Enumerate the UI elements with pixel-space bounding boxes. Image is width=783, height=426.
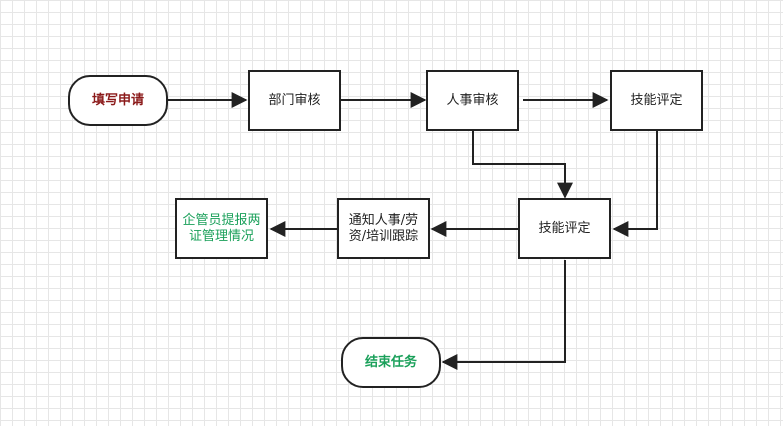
dept-review-label: 部门审核	[268, 92, 321, 108]
skill-eval-top-node[interactable]: 技能评定	[610, 70, 703, 131]
dept-review-node[interactable]: 部门审核	[248, 70, 341, 131]
report-label: 企管员提报两证管理情况	[182, 212, 261, 244]
end-label: 结束任务	[364, 354, 417, 370]
arrow-hr-to-skill2	[472, 131, 573, 199]
arrow-skill1-to-skill2	[612, 131, 658, 237]
start-node[interactable]: 填写申请	[68, 75, 168, 126]
arrow-skill2-to-end	[441, 260, 566, 370]
notify-label: 通知人事/劳资/培训跟踪	[348, 212, 419, 244]
skill-eval-top-label: 技能评定	[630, 92, 683, 108]
skill-eval-bottom-label: 技能评定	[538, 220, 591, 236]
skill-eval-bottom-node[interactable]: 技能评定	[518, 198, 611, 259]
report-node[interactable]: 企管员提报两证管理情况	[175, 198, 268, 259]
start-label: 填写申请	[91, 92, 144, 108]
notify-node[interactable]: 通知人事/劳资/培训跟踪	[337, 198, 430, 259]
hr-review-label: 人事审核	[446, 92, 499, 108]
end-node[interactable]: 结束任务	[341, 337, 441, 388]
hr-review-node[interactable]: 人事审核	[426, 70, 519, 131]
